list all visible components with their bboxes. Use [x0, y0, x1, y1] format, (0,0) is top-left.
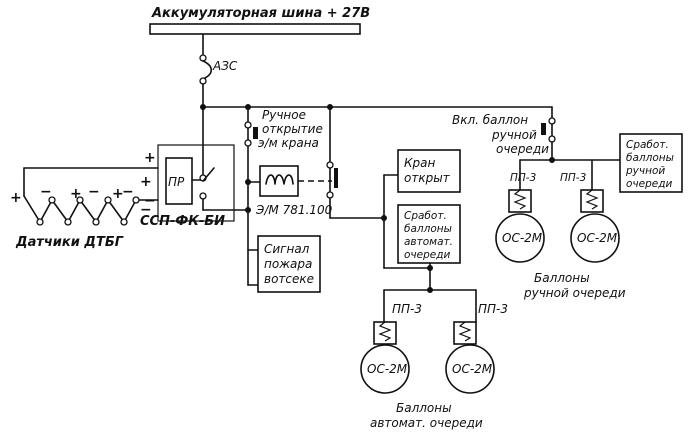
cylinder-auto-1: ОС-2М [360, 321, 410, 394]
battery-bus: Аккумуляторная шина + 27В [149, 6, 370, 35]
manual-cylinder-switch: Вкл. баллон ручной очереди [452, 106, 556, 161]
relay-label: ПР [168, 175, 185, 189]
svg-text:ручной: ручной [491, 128, 537, 142]
breaker-label: АЗС [212, 59, 238, 73]
svg-text:Баллоны: Баллоны [534, 271, 590, 285]
svg-text:+: + [112, 186, 124, 202]
svg-text:ручной очереди: ручной очереди [523, 286, 626, 300]
sensors-label: Датчики ДТБГ [15, 235, 124, 250]
cylinder-manual-2: ОС-2М [570, 189, 620, 263]
svg-text:ПП-3: ПП-3 [560, 172, 586, 184]
svg-text:открыт: открыт [404, 171, 451, 185]
svg-text:ОС-2М: ОС-2М [452, 362, 493, 376]
svg-text:+: + [70, 186, 82, 202]
svg-text:Сработ.: Сработ. [404, 210, 447, 222]
svg-text:автомат. очереди: автомат. очереди [370, 416, 483, 430]
svg-text:открытие: открытие [262, 122, 323, 136]
svg-text:−: − [40, 184, 52, 200]
svg-text:Сигнал: Сигнал [264, 242, 310, 256]
svg-text:Вкл. баллон: Вкл. баллон [452, 113, 528, 127]
cylinder-auto-2: ОС-2М [445, 321, 495, 394]
solenoid-valve: Э/М 781.100 [247, 165, 338, 217]
svg-text:Ручное: Ручное [262, 108, 306, 122]
manual-cylinders: ПП-3 ПП-3 ОС-2М ОС-2М Баллоны ручной оче… [495, 159, 626, 300]
svg-text:очереди: очереди [404, 249, 450, 261]
svg-text:−: − [140, 202, 152, 218]
dtbg-sensors: + − + − + − + − Датчики ДТБГ [10, 167, 159, 250]
svg-text:ПП-3: ПП-3 [478, 302, 508, 316]
svg-text:ОС-2М: ОС-2М [577, 231, 618, 245]
svg-text:Сработ.: Сработ. [626, 139, 669, 151]
svg-text:автомат.: автомат. [404, 236, 453, 248]
fire-signal-indicator: Сигнал пожара вотсеке [247, 235, 321, 293]
valve-label: Э/М 781.100 [255, 203, 333, 217]
svg-text:э/м крана: э/м крана [258, 136, 319, 150]
circuit-breaker: АЗС [199, 33, 238, 85]
svg-text:ручной: ручной [625, 165, 665, 177]
svg-text:+: + [140, 174, 152, 190]
svg-text:Кран: Кран [404, 156, 435, 170]
svg-text:−: − [88, 184, 100, 200]
svg-text:очереди: очереди [626, 178, 672, 190]
ssp-plus: + [144, 150, 156, 166]
auto-fired-indicator: Сработ. баллоны автомат. очереди [383, 204, 461, 293]
ssp-minus: − [144, 193, 156, 209]
battery-bus-label: Аккумуляторная шина + 27В [151, 6, 370, 21]
svg-text:баллоны: баллоны [626, 152, 674, 164]
svg-text:Баллоны: Баллоны [396, 401, 452, 415]
ssp-label: ССП-ФК-БИ [140, 214, 225, 229]
valve-limit-switch [326, 106, 385, 219]
ssp-fk-bi-unit: ПР ССП-ФК-БИ + − [140, 144, 251, 229]
valve-open-indicator: Кран открыт [381, 149, 461, 269]
auto-cylinders: ПП-3 ПП-3 ОС-2М ОС-2М Баллоны автомат. о… [360, 289, 508, 430]
svg-text:+: + [10, 190, 22, 206]
svg-text:ПП-3: ПП-3 [510, 172, 536, 184]
svg-text:очереди: очереди [496, 142, 549, 156]
svg-text:баллоны: баллоны [404, 223, 452, 235]
svg-text:ПП-3: ПП-3 [392, 302, 422, 316]
svg-text:−: − [122, 184, 134, 200]
svg-text:пожара: пожара [264, 257, 312, 271]
svg-text:ОС-2М: ОС-2М [502, 231, 543, 245]
manual-fired-indicator: Сработ. баллоны ручной очереди [519, 133, 683, 193]
cylinder-manual-1: ОС-2М [495, 189, 545, 263]
svg-text:вотсеке: вотсеке [264, 272, 314, 286]
svg-text:ОС-2М: ОС-2М [367, 362, 408, 376]
